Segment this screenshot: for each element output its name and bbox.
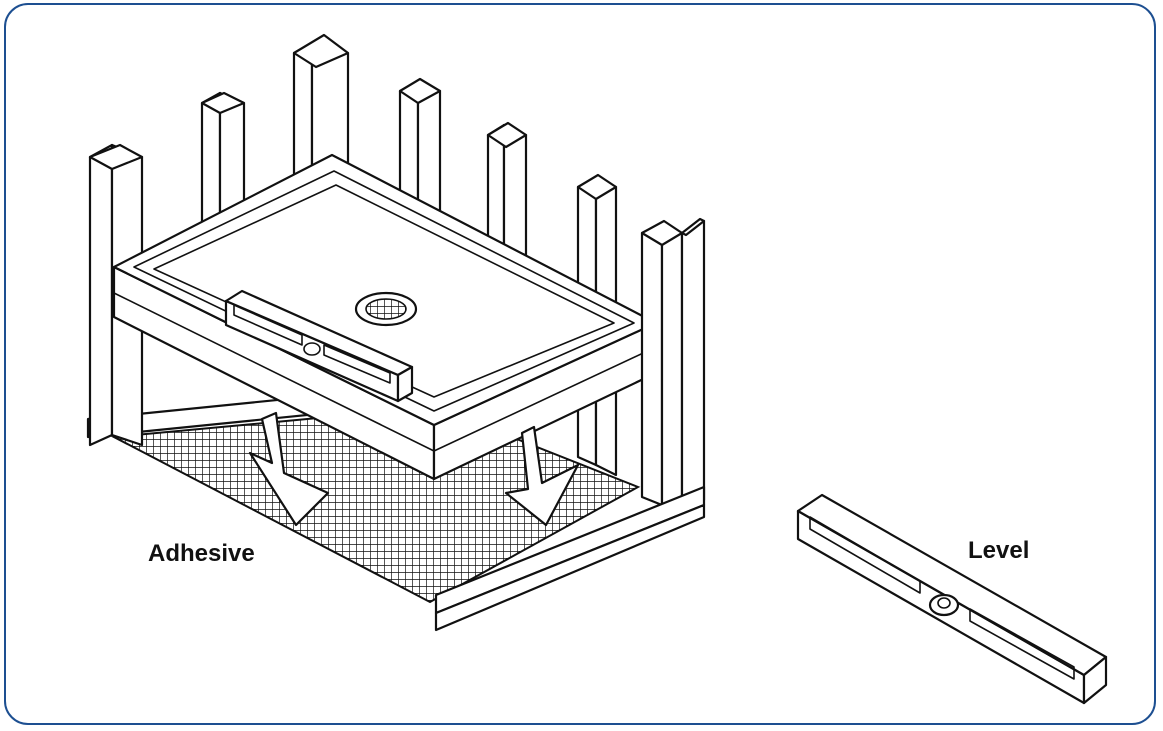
- stud-5: [486, 121, 528, 257]
- shower-base: [112, 153, 658, 481]
- level-tool-icon: [796, 493, 1108, 705]
- arrow-down-left-icon: [248, 411, 330, 527]
- stud-3: [292, 33, 350, 187]
- arrow-down-right-icon: [504, 425, 580, 527]
- stud-1: [88, 143, 144, 447]
- stud-4: [398, 77, 442, 227]
- installation-illustration: [86, 33, 1108, 705]
- level-label: Level: [968, 537, 1030, 564]
- diagram-frame: Adhesive Level: [4, 3, 1156, 725]
- bottom-plate-front: [434, 485, 706, 632]
- level-on-base: [224, 289, 414, 403]
- stud-corner-right: [640, 217, 706, 512]
- adhesive-label: Adhesive: [148, 540, 255, 567]
- drain-icon: [354, 291, 418, 327]
